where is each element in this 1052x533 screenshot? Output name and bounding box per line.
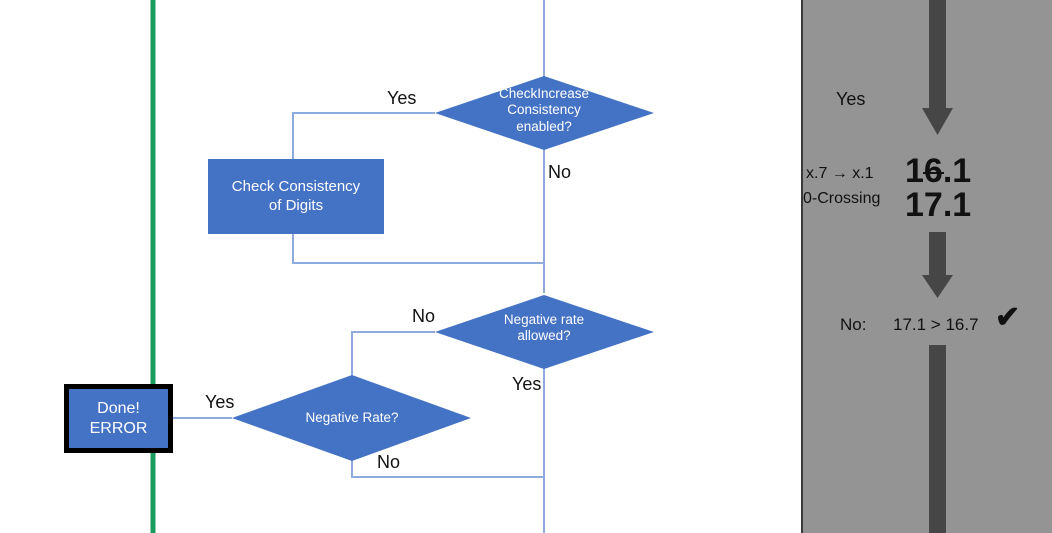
- connector-process-to-merge: [292, 234, 544, 264]
- process-check-consistency[interactable]: Check Consistency of Digits: [208, 159, 384, 234]
- panel-arrow-head-1: [922, 108, 953, 135]
- panel-row1-label: x.7 → x.1: [806, 165, 874, 182]
- panel-arrows: [922, 0, 953, 533]
- annotation-side-panel: Yes x.7 → x.1 0-Crossing 16.1 17.1 No: 1…: [801, 0, 1052, 533]
- connector-decision3-no-to-spine: [351, 460, 544, 478]
- panel-comparison: 17.1 > 16.7: [893, 315, 979, 334]
- decision-negative-rate-shape: [232, 375, 471, 461]
- panel-value-current: 17.1: [905, 186, 972, 224]
- panel-result-label: No:: [840, 315, 867, 334]
- connector-decision1-yes-to-process: [292, 112, 435, 159]
- panel-arrow-shaft-3: [929, 345, 946, 533]
- edge-label-negative-rate-allowed-yes: Yes: [512, 374, 542, 394]
- terminal-done-error-label: Done! ERROR: [89, 399, 148, 437]
- connector-decision2-no-to-decision3: [351, 331, 435, 375]
- panel-branch-label: Yes: [836, 89, 866, 109]
- decision-negative-rate-allowed-shape: [435, 295, 654, 369]
- process-check-consistency-label: Check Consistency of Digits: [231, 177, 361, 214]
- edge-label-negative-rate-yes: Yes: [205, 392, 235, 412]
- panel-arrow-shaft-2: [929, 232, 946, 279]
- check-mark-icon: ✔: [995, 301, 1021, 334]
- decision-check-increase-shape: [435, 76, 654, 150]
- edge-label-negative-rate-no: No: [377, 452, 401, 472]
- edge-label-check-increase-yes: Yes: [387, 88, 417, 108]
- panel-arrow-head-2: [922, 275, 953, 298]
- panel-row2-label: 0-Crossing: [803, 190, 881, 207]
- panel-arrow-shaft-1: [929, 0, 946, 112]
- panel-value1-suffix: .1: [942, 152, 972, 190]
- edge-label-check-increase-no: No: [548, 162, 572, 182]
- panel-value1-struck-digit: 6: [922, 152, 944, 190]
- panel-value1-prefix: 1: [905, 152, 924, 190]
- terminal-done-error[interactable]: Done! ERROR: [64, 384, 173, 453]
- panel-value-struck: 16.1: [905, 154, 971, 188]
- edge-label-negative-rate-allowed-no: No: [412, 306, 436, 326]
